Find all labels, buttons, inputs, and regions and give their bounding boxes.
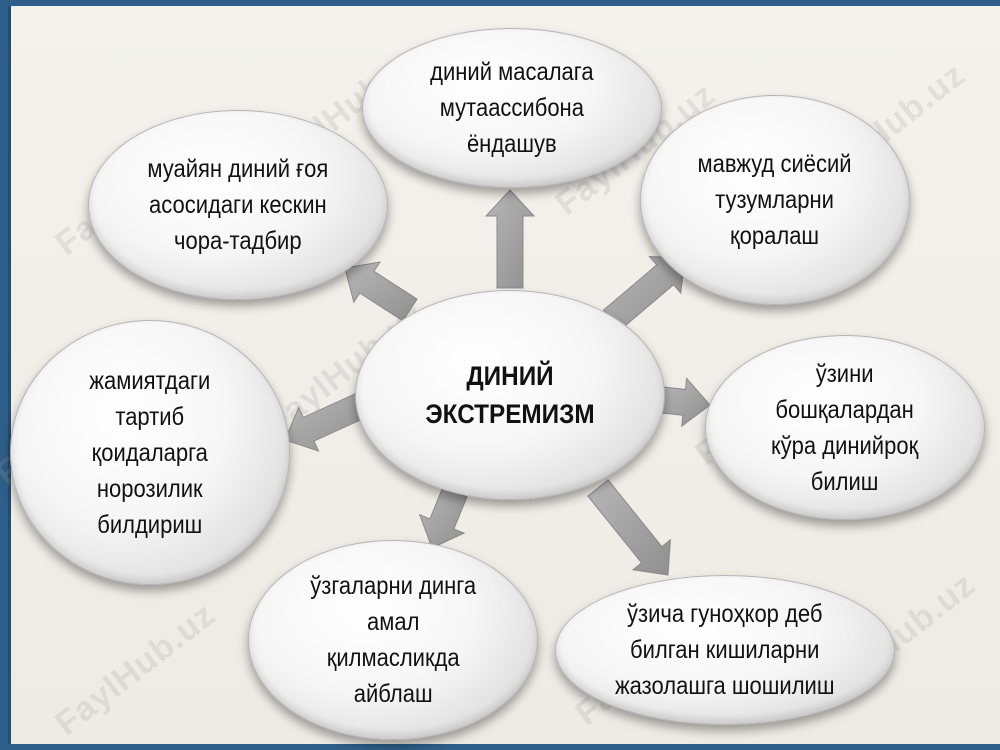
node-left: жамиятдаги тартиб қоидаларга норозилик б… bbox=[10, 320, 290, 585]
node-top-right: мавжуд сиёсий тузумларни қоралаш bbox=[640, 95, 910, 305]
arrow-to-bottom-left bbox=[418, 486, 468, 549]
node-left-label: жамиятдаги тартиб қоидаларга норозилик б… bbox=[89, 366, 211, 539]
node-top-label: диний масалага мутаассибона ёндашув bbox=[430, 58, 594, 158]
node-center: ДИНИЙ ЭКСТРЕМИЗМ bbox=[355, 290, 665, 500]
node-top-right-label: мавжуд сиёсий тузумларни қоралаш bbox=[697, 150, 853, 250]
arrow-to-left bbox=[284, 392, 369, 452]
arrow-to-right bbox=[660, 377, 711, 428]
arrow-to-top bbox=[484, 189, 536, 289]
node-top-left-label: муайян диний ғоя асосидаги кескин чора-т… bbox=[147, 155, 329, 255]
arrow-to-top-left bbox=[344, 261, 418, 322]
node-top: диний масалага мутаассибона ёндашув bbox=[362, 28, 662, 188]
arrow-to-bottom-right bbox=[587, 479, 671, 576]
node-top-left: муайян диний ғоя асосидаги кескин чора-т… bbox=[88, 110, 388, 300]
node-bottom-right-label: ўзича гуноҳкор деб билган кишиларни жазо… bbox=[615, 600, 835, 700]
node-bottom-left: ўзгаларни динга амал қилмасликда айблаш bbox=[248, 540, 538, 740]
center-label: ДИНИЙ ЭКСТРЕМИЗМ bbox=[425, 361, 595, 429]
arrow-group bbox=[284, 189, 711, 576]
node-bottom-right: ўзича гуноҳкор деб билган кишиларни жазо… bbox=[555, 575, 895, 725]
node-right: ўзини бошқалардан кўра динийроқ билиш bbox=[705, 335, 985, 520]
node-right-label: ўзини бошқалардан кўра динийроқ билиш bbox=[771, 359, 919, 496]
node-bottom-left-label: ўзгаларни динга амал қилмасликда айблаш bbox=[310, 572, 476, 708]
